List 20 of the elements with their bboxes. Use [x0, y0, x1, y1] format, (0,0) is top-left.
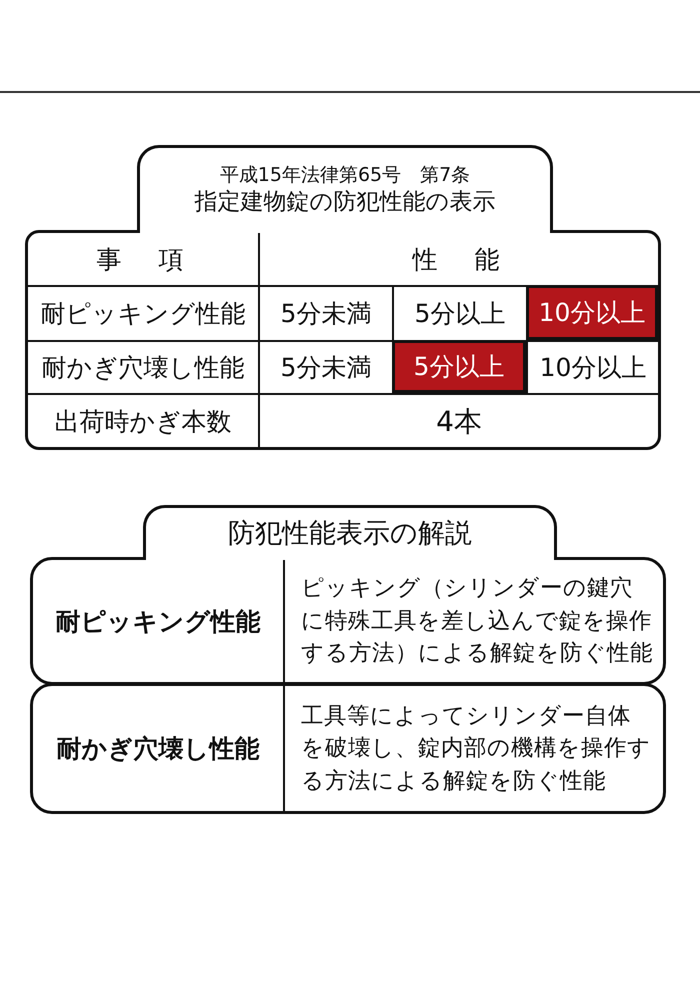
explanation-box	[30, 557, 666, 685]
title-tab	[137, 145, 553, 233]
row-label: 出荷時かぎ本数	[28, 393, 258, 448]
header-text: 事 項	[96, 244, 190, 276]
explanation-box	[30, 683, 666, 814]
description-text: 工具等によってシリンダー自体を破壊し、錠内部の機構を操作する方法による解錠を防ぐ性能	[301, 702, 652, 796]
title-tab	[143, 505, 557, 560]
rating-cell: 10分以上	[526, 340, 658, 393]
row-label: 耐ピッキング性能	[28, 285, 258, 340]
row-label: 耐かぎ穴壊し性能	[28, 340, 258, 393]
term-text: 耐かぎ穴壊し性能	[56, 733, 260, 765]
heading-text: 指定建物錠の防犯性能の表示	[194, 188, 496, 217]
term-text: 耐ピッキング性能	[54, 606, 262, 638]
rating-cell: 5分未満	[258, 285, 392, 340]
highlighted-rating-cell: 5分以上	[392, 340, 526, 393]
description-text: ピッキング（シリンダーの鍵穴に特殊工具を差し込んで錠を操作する方法）による解錠を防ぐ性能	[301, 574, 653, 668]
highlighted-rating-cell: 10分以上	[526, 285, 658, 340]
heading-text: 平成15年法律第65号 第7条	[220, 164, 470, 188]
heading-text: 防犯性能表示の解説	[228, 517, 472, 551]
key-count-cell: 4本	[258, 393, 658, 448]
